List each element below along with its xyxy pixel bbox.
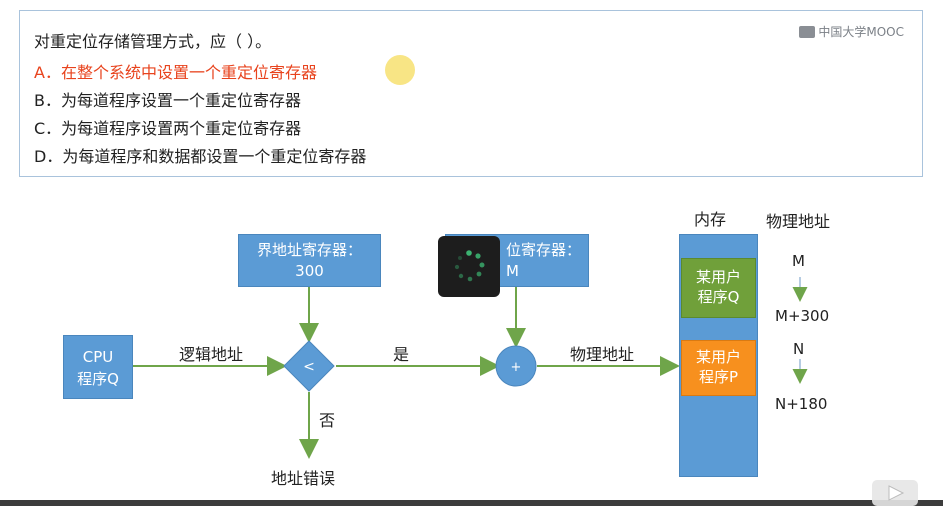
cpu-box: CPU 程序Q	[63, 335, 133, 399]
memory-title: 内存	[694, 210, 727, 229]
relocation-register-value: M	[506, 262, 519, 280]
option-a[interactable]: A．在整个系统中设置一个重定位寄存器	[34, 63, 317, 82]
bound-register-value: 300	[295, 262, 324, 280]
relocation-register-title: 位寄存器：	[506, 241, 582, 259]
segment-q-line1: 某用户	[695, 268, 741, 286]
segment-p-line2: 程序P	[698, 368, 739, 386]
address-n-plus-180: N+180	[775, 395, 828, 413]
no-label: 否	[319, 411, 336, 430]
option-c[interactable]: C．为每道程序设置两个重定位寄存器	[34, 119, 302, 138]
option-d[interactable]: D．为每道程序和数据都设置一个重定位寄存器	[34, 147, 367, 166]
logo-text: 中国大学MOOC	[818, 25, 904, 39]
question-stem: 对重定位存储管理方式，应（ ）。	[34, 32, 272, 51]
add-symbol: +	[511, 360, 522, 375]
physical-address-arrow-label: 物理地址	[570, 345, 635, 364]
question-panel: 对重定位存储管理方式，应（ ）。 A．在整个系统中设置一个重定位寄存器 B．为每…	[19, 10, 923, 177]
program-q-label: 程序Q	[77, 370, 119, 388]
add-circle	[495, 345, 537, 387]
cpu-label: CPU	[82, 348, 114, 366]
address-n: N	[793, 340, 805, 358]
segment-q-line2: 程序Q	[697, 288, 740, 306]
segment-p-line1: 某用户	[695, 348, 741, 366]
memory-segment-program-p: 某用户 程序P	[681, 340, 756, 396]
play-icon	[888, 485, 905, 501]
physical-address-title: 物理地址	[766, 212, 831, 231]
book-icon	[799, 25, 816, 38]
spinner-icon	[454, 250, 485, 282]
logical-address-label: 逻辑地址	[179, 345, 244, 364]
bound-register-title: 界地址寄存器：	[256, 241, 362, 259]
bound-register-box: 界地址寄存器： 300	[238, 234, 381, 287]
address-m: M	[792, 252, 805, 270]
memory-segment-program-q: 某用户 程序Q	[681, 258, 756, 318]
player-progress-bar[interactable]	[0, 500, 943, 506]
compare-diamond	[283, 340, 335, 392]
loading-spinner	[438, 236, 500, 297]
address-m-plus-300: M+300	[775, 307, 830, 325]
compare-symbol: <	[303, 359, 315, 375]
address-error-label: 地址错误	[271, 469, 336, 488]
cursor-highlight	[385, 55, 415, 85]
option-b[interactable]: B．为每道程序设置一个重定位寄存器	[34, 91, 301, 110]
mooc-logo: 中国大学MOOC	[799, 23, 904, 40]
yes-label: 是	[393, 345, 410, 364]
play-button[interactable]	[872, 480, 918, 506]
